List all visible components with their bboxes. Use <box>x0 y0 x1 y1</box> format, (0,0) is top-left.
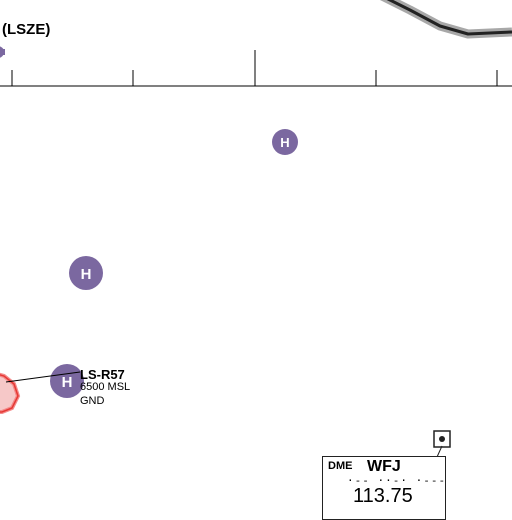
airport-name-label: (LSZE) <box>2 21 51 38</box>
navaid-leader-line <box>436 445 443 458</box>
navaid-type: DME <box>328 460 353 472</box>
heliport-symbol: H <box>81 266 92 283</box>
heliport-icon[interactable]: H <box>272 129 298 155</box>
navaid-frequency: 113.75 <box>353 485 413 507</box>
heliport-symbol: H <box>62 374 73 391</box>
leader-line <box>5 371 81 383</box>
restricted-area-shape[interactable] <box>0 372 21 414</box>
heliport-icon[interactable]: H <box>69 256 103 290</box>
airport-symbol-icon[interactable] <box>0 46 5 58</box>
dme-station-icon[interactable] <box>433 430 451 448</box>
heliport-icon[interactable]: H <box>50 364 84 398</box>
route-line <box>386 0 512 36</box>
heliport-symbol: H <box>280 135 289 150</box>
navaid-ident: WFJ <box>367 458 401 475</box>
navaid-info-box[interactable]: DME WFJ ·-- ··-· ·--- 113.75 <box>322 456 446 520</box>
navaid-morse-code: ·-- ··-· ·--- <box>347 474 447 487</box>
restricted-area-id: LS-R57 <box>80 367 125 382</box>
restricted-area-upper-limit: 6500 MSL <box>80 381 131 393</box>
scale-bar <box>0 50 512 87</box>
restricted-area-lower-limit: GND <box>80 395 105 407</box>
